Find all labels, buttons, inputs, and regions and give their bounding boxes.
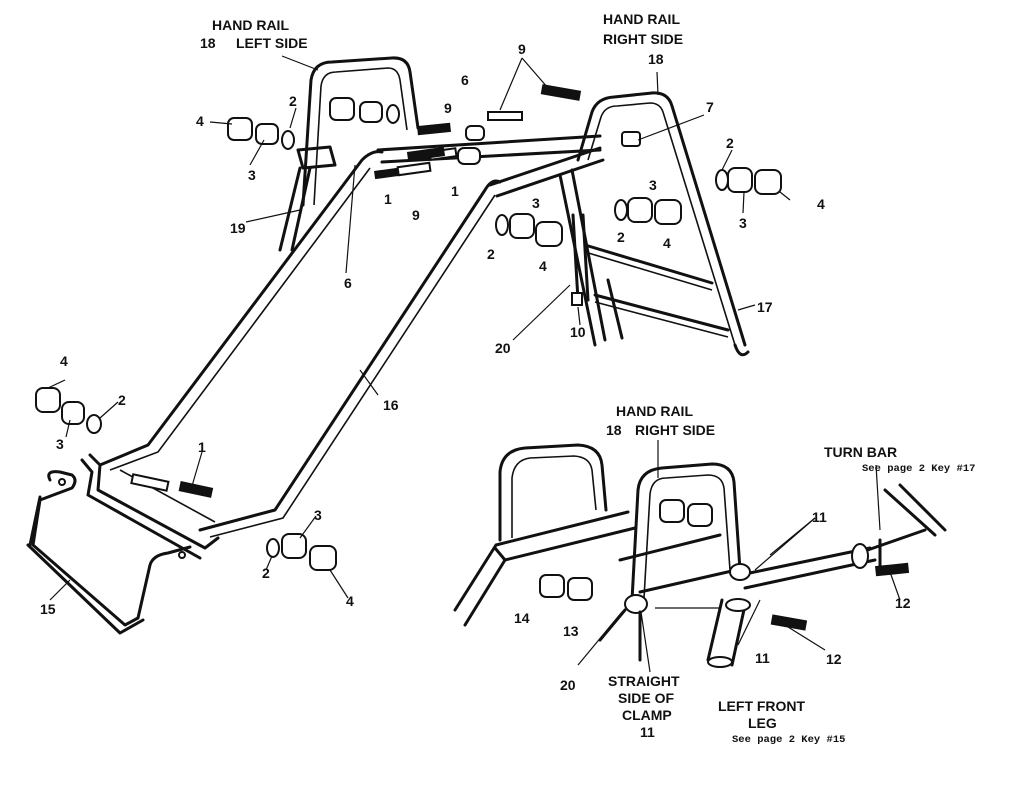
heading-detail-handrail-sub: RIGHT SIDE	[635, 422, 715, 438]
heading-handrail-left-num: 18	[200, 35, 216, 51]
note-turn-bar: See page 2 Key #17	[862, 463, 975, 475]
label-key-20: 20	[560, 677, 576, 693]
key-labels: 9 6 9 7 4 2 3 2 1 1 9 3 4 3 3 19 2 4 2 4…	[40, 41, 911, 693]
left-hand-rail	[296, 56, 420, 207]
hardware-slide-left	[35, 387, 102, 434]
base-frame	[26, 470, 192, 635]
heading-handrail-left-sub: LEFT SIDE	[236, 35, 308, 51]
label-key-2: 2	[289, 93, 297, 109]
hardware-left-top	[227, 97, 400, 150]
label-key-6: 6	[344, 275, 352, 291]
label-key-11: 11	[812, 509, 827, 525]
label-key-12: 12	[895, 595, 911, 611]
rear-legs	[278, 166, 590, 306]
heading-straight-side-3: CLAMP	[622, 707, 672, 723]
detail-clamp-parts	[539, 499, 910, 662]
hardware-ladder	[495, 197, 682, 247]
label-key-12: 12	[826, 651, 842, 667]
leader-lines	[47, 55, 901, 673]
detail-turn-bar	[851, 483, 947, 569]
label-key-3: 3	[248, 167, 256, 183]
hardware-slide-right	[266, 533, 337, 571]
label-key-3: 3	[649, 177, 657, 193]
label-key-20: 20	[495, 340, 511, 356]
label-key-1: 1	[198, 439, 206, 455]
heading-detail-handrail: HAND RAIL	[616, 403, 693, 419]
label-key-3: 3	[314, 507, 322, 523]
detail-left-rail	[453, 443, 637, 627]
label-key-11: 11	[755, 650, 770, 666]
note-left-front-leg: See page 2 Key #15	[732, 734, 845, 746]
label-key-9: 9	[518, 41, 526, 57]
bolts-key-1	[130, 147, 458, 498]
label-key-4: 4	[663, 235, 671, 251]
label-key-2: 2	[262, 565, 270, 581]
label-key-4: 4	[196, 113, 204, 129]
label-key-13: 13	[563, 623, 579, 639]
label-key-4: 4	[539, 258, 547, 274]
label-key-2: 2	[118, 392, 126, 408]
label-key-2: 2	[487, 246, 495, 262]
heading-turn-bar: TURN BAR	[824, 444, 897, 460]
slide-bed	[80, 150, 502, 560]
heading-left-front-leg-2: LEG	[748, 715, 777, 731]
label-key-9: 9	[412, 207, 420, 223]
top-crossbar	[376, 134, 605, 198]
label-key-3: 3	[739, 215, 747, 231]
heading-detail-handrail-num: 18	[606, 422, 622, 438]
label-key-16: 16	[383, 397, 399, 413]
detail-left-front-leg	[706, 598, 751, 668]
heading-handrail-left: HAND RAIL	[212, 17, 289, 33]
heading-left-front-leg-1: LEFT FRONT	[718, 698, 806, 714]
heading-straight-side-1: STRAIGHT	[608, 673, 680, 689]
hardware-right-top	[621, 131, 782, 195]
heading-handrail-right-num: 18	[648, 51, 664, 67]
detail-right-rail	[618, 462, 742, 602]
bolts-key-9	[396, 84, 582, 177]
label-key-15: 15	[40, 601, 56, 617]
label-key-4: 4	[817, 196, 825, 212]
label-key-6: 6	[461, 72, 469, 88]
ladder	[558, 168, 730, 347]
heading-straight-side-num: 11	[640, 724, 655, 740]
label-key-7: 7	[706, 99, 714, 115]
heading-handrail-right-sub: RIGHT SIDE	[603, 31, 683, 47]
label-key-4: 4	[346, 593, 354, 609]
label-key-2: 2	[617, 229, 625, 245]
label-key-17: 17	[757, 299, 773, 315]
label-key-14: 14	[514, 610, 530, 626]
clamps-key-6	[457, 125, 485, 165]
heading-straight-side-2: SIDE OF	[618, 690, 674, 706]
label-key-19: 19	[230, 220, 246, 236]
label-key-3: 3	[56, 436, 64, 452]
label-key-9: 9	[444, 100, 452, 116]
heading-handrail-right: HAND RAIL	[603, 11, 680, 27]
label-key-4: 4	[60, 353, 68, 369]
label-key-3: 3	[532, 195, 540, 211]
label-key-1: 1	[451, 183, 459, 199]
right-hand-rail	[576, 91, 750, 357]
label-key-1: 1	[384, 191, 392, 207]
label-key-2: 2	[726, 135, 734, 151]
label-key-10: 10	[570, 324, 586, 340]
